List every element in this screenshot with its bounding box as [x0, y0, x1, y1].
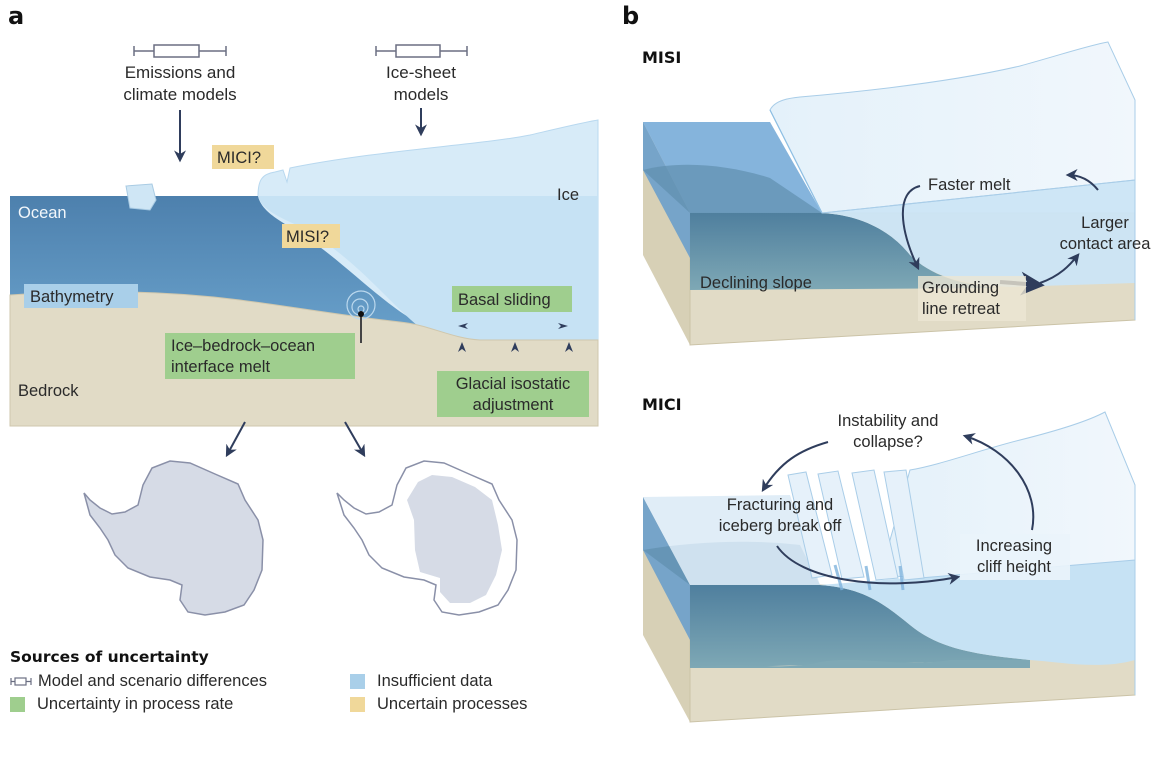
legend: Sources of uncertainty Model and scenari…: [10, 648, 610, 714]
legend-label: Model and scenario differences: [38, 672, 268, 690]
legend-item-process-rate: Uncertainty in process rate: [10, 695, 350, 714]
larger-contact-line2: contact area: [1060, 235, 1152, 253]
bathymetry-label: Bathymetry: [30, 288, 114, 306]
interface-melt-box: [165, 333, 355, 379]
mici-title: MICI: [642, 395, 682, 414]
instability-line1: Instability and: [838, 412, 939, 430]
ice-label: Ice: [557, 186, 579, 204]
cycle-arrow-icon: [761, 441, 829, 493]
ocean-under-shelf: [258, 196, 440, 342]
misi-label: MISI?: [286, 228, 329, 246]
bathymetry-box: [24, 284, 138, 308]
legend-label: Insufficient data: [377, 672, 493, 690]
emissions-label-line2: climate models: [123, 85, 236, 104]
fracturing-line2: iceberg break off: [719, 517, 842, 535]
iceberg-shape: [125, 183, 157, 211]
arrow-icon: [344, 421, 366, 458]
cycle-arrow-icon: [901, 185, 921, 271]
fracturing-line1: Fracturing and: [727, 496, 833, 514]
legend-item-model-differences: Model and scenario differences: [10, 672, 350, 691]
blue-swatch-icon: [350, 674, 365, 689]
boxplot-icon: [133, 44, 227, 58]
legend-title: Sources of uncertainty: [10, 648, 209, 666]
mici-box: [212, 145, 274, 169]
legend-label: Uncertainty in process rate: [37, 695, 234, 713]
interface-melt-line2: interface melt: [171, 358, 270, 376]
interface-melt-line1: Ice–bedrock–ocean: [171, 337, 315, 355]
gia-line1: Glacial isostatic: [456, 375, 571, 393]
boxplot-icon: [10, 674, 32, 689]
legend-item-insufficient-data: Insufficient data: [350, 672, 590, 691]
cycle-arrow-icon: [776, 545, 961, 585]
misi-title: MISI: [642, 48, 681, 67]
faster-melt-label: Faster melt: [928, 176, 1011, 194]
antarctica-map-full: [83, 460, 264, 616]
boxplot-icon: [375, 44, 468, 58]
grounding-line1: Grounding: [922, 279, 999, 297]
pointer-dot: [358, 311, 364, 317]
cycle-arrow-icon: [1065, 169, 1099, 191]
emissions-label-line1: Emissions and: [125, 63, 236, 82]
misi-block-diagram: [643, 41, 1136, 346]
grounding-line2: line retreat: [922, 300, 1000, 318]
legend-label: Uncertain processes: [377, 695, 528, 713]
mici-label: MICI?: [217, 149, 261, 167]
green-swatch-icon: [10, 697, 25, 712]
cliff-label-bg: [960, 534, 1070, 580]
basal-sliding-box: [452, 286, 572, 312]
uplift-arrows-icon: [458, 342, 573, 352]
arrowhead-right-icon: [558, 323, 568, 329]
mici-block-diagram: [643, 411, 1136, 723]
gia-box: [437, 371, 589, 417]
panel-a-letter: a: [8, 2, 24, 30]
instability-line2: collapse?: [853, 433, 923, 451]
arrowhead-left-icon: [458, 323, 468, 329]
cliff-height-line2: cliff height: [977, 558, 1051, 576]
larger-contact-line1: Larger: [1081, 214, 1129, 232]
grounding-label-bg: [918, 276, 1026, 321]
cliff-height-line1: Increasing: [976, 537, 1052, 555]
misi-box: [282, 224, 340, 248]
legend-item-uncertain-processes: Uncertain processes: [350, 695, 590, 714]
cycle-arrow-icon: [962, 433, 1035, 531]
bedrock-label: Bedrock: [18, 382, 79, 400]
antarctica-interior-region: [407, 475, 502, 603]
ice-sheet-label-line2: models: [394, 85, 449, 104]
yellow-swatch-icon: [350, 697, 365, 712]
basal-sliding-label: Basal sliding: [458, 291, 551, 309]
panel-b-letter: b: [622, 2, 639, 30]
arrow-icon: [225, 421, 246, 458]
declining-slope-label: Declining slope: [700, 274, 812, 292]
ocean-label: Ocean: [18, 204, 67, 222]
gia-line2: adjustment: [473, 396, 554, 414]
ice-sheet-label-line1: Ice-sheet: [386, 63, 456, 82]
